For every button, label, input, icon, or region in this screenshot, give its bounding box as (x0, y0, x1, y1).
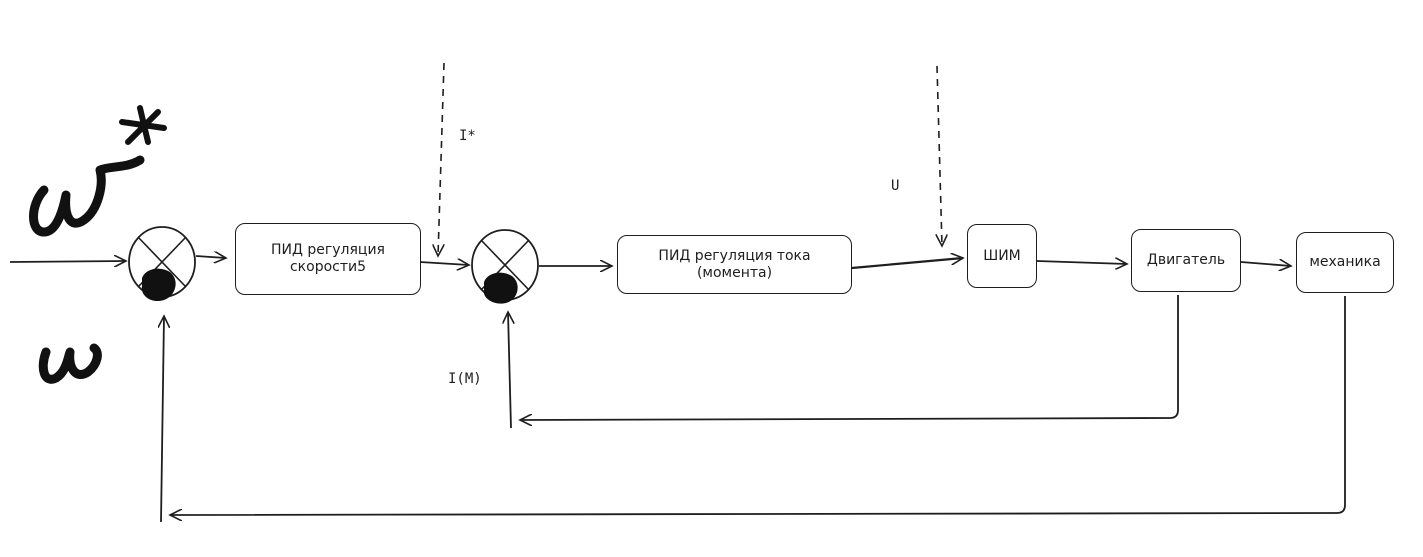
dashed-arrow-current-ref (438, 62, 445, 256)
summing-junction-current (471, 229, 539, 304)
label-voltage: U (891, 178, 900, 194)
dashed-arrow-voltage (937, 65, 942, 246)
current-pid-block: ПИД регуляция тока (момента) (617, 235, 852, 294)
arrow-motor-to-mechanics (1240, 262, 1291, 266)
arrow-current-pid-to-pwm (851, 258, 963, 270)
arrow-speed-feedback-up (161, 316, 164, 523)
omega-star-scribble (29, 155, 145, 237)
arrow-current-feedback (520, 295, 1179, 420)
arrow-pwm-to-motor (1036, 261, 1127, 264)
omega-scribble (38, 343, 102, 384)
pwm-block: ШИМ (967, 224, 1037, 288)
motor-block: Двигатель (1131, 229, 1241, 292)
arrow-speed-ref-input (9, 261, 126, 262)
arrow-speed-feedback (170, 296, 1346, 515)
label-current-ref: I* (459, 128, 476, 144)
mechanics-block: механика (1296, 232, 1394, 293)
arrow-current-feedback-up (508, 312, 511, 429)
speed-pid-block: ПИД регуляция скорости5 (235, 223, 421, 295)
label-current-feedback: I(M) (448, 371, 482, 387)
omega-star-asterisk (119, 105, 167, 145)
arrow-junction1-to-speed-pid (195, 256, 226, 258)
summing-junction-speed (128, 226, 196, 302)
arrow-speed-pid-to-junction2 (419, 262, 469, 265)
